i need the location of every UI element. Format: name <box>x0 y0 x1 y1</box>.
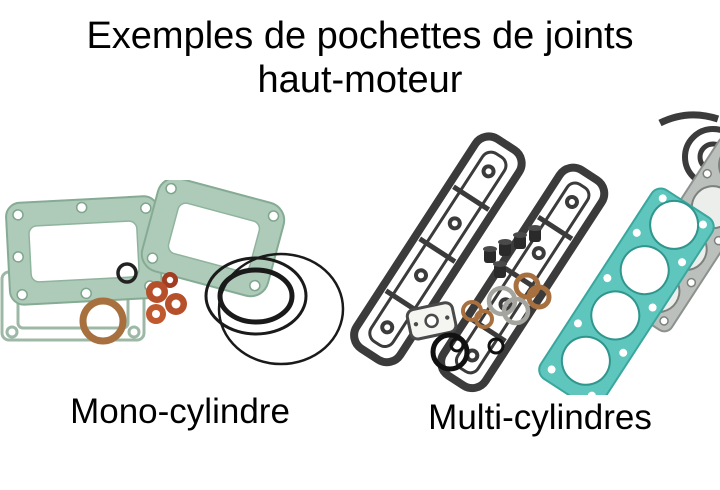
mono-kit-illustration <box>0 180 345 366</box>
mono-cylinder-gasket-kit-image <box>0 180 350 395</box>
multi-kit-illustration <box>350 111 720 395</box>
teal-head-gasket <box>538 187 715 395</box>
page-title: Exemples de pochettes de joints haut-mot… <box>0 14 720 102</box>
copper-exhaust-ring <box>79 297 127 345</box>
green-head-gasket <box>5 180 286 306</box>
small-cover-gasket <box>405 301 458 341</box>
black-o-ring-with-seal <box>430 332 505 372</box>
title-line-2: haut-moteur <box>257 59 463 102</box>
caption-mono-cylindre: Mono-cylindre <box>70 392 290 431</box>
gray-rings <box>486 285 531 326</box>
multi-cylinder-gasket-kit-image <box>330 105 720 395</box>
copper-washers <box>461 272 552 329</box>
title-line-1: Exemples de pochettes de joints <box>86 15 634 57</box>
small-o-ring <box>116 262 138 284</box>
orange-washers <box>146 272 187 324</box>
large-o-rings <box>204 252 345 366</box>
caption-multi-cylindres: Multi-cylindres <box>428 398 652 437</box>
valve-stem-seals <box>483 225 542 278</box>
